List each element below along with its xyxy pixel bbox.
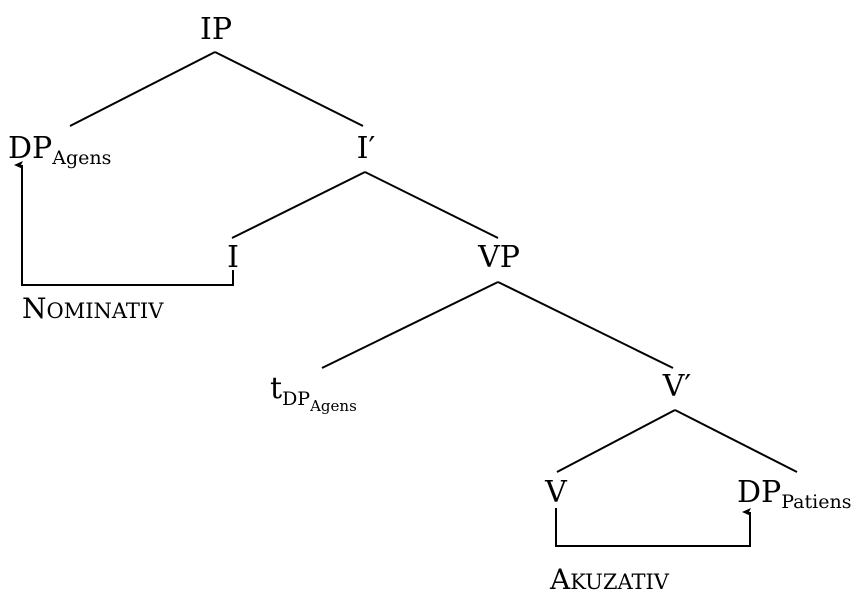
- node-vp: VP: [477, 240, 520, 275]
- edge-vp-trace: [321, 281, 499, 369]
- node-ip: IP: [200, 12, 232, 47]
- node-trace-subscript: DP: [282, 388, 310, 410]
- case-nominativ-initial: N: [22, 292, 47, 325]
- node-v-bar: V′: [662, 369, 692, 404]
- node-trace-label: t: [270, 371, 282, 406]
- edge-v-bar-v: [556, 409, 676, 473]
- node-dp-agens: DPAgens: [8, 131, 111, 169]
- nominativ-arrow: [14, 161, 234, 286]
- case-label-nominativ: NOMINATIV: [22, 292, 164, 325]
- node-dp-agens-subscript: Agens: [51, 147, 111, 169]
- edge-vp-v-bar: [497, 281, 674, 369]
- node-dp-patiens-label: DP: [737, 475, 781, 510]
- node-v: V: [544, 475, 568, 510]
- case-nominativ-rest: OMINATIV: [47, 299, 165, 323]
- edge-v-bar-dp-patiens: [674, 409, 798, 473]
- edge-i-bar-i: [231, 171, 366, 239]
- node-trace: tDPAgens: [270, 371, 357, 415]
- node-dp-patiens: DPPatiens: [737, 475, 851, 513]
- node-dp-patiens-subscript: Patiens: [781, 491, 851, 513]
- node-i-bar: I′: [357, 131, 376, 166]
- node-dp-agens-label: DP: [8, 131, 52, 166]
- case-label-akuzativ: AKUZATIV: [549, 563, 670, 596]
- case-akuzativ-rest: KUZATIV: [570, 570, 670, 594]
- case-akuzativ-initial: A: [549, 563, 571, 596]
- node-i: I: [227, 240, 239, 275]
- edge-ip-i-bar: [214, 51, 364, 127]
- edge-ip-dp-agens: [69, 51, 216, 127]
- akuzativ-arrow: [555, 508, 751, 547]
- edge-i-bar-vp: [364, 171, 499, 239]
- node-trace-subsubscript: Agens: [309, 397, 357, 415]
